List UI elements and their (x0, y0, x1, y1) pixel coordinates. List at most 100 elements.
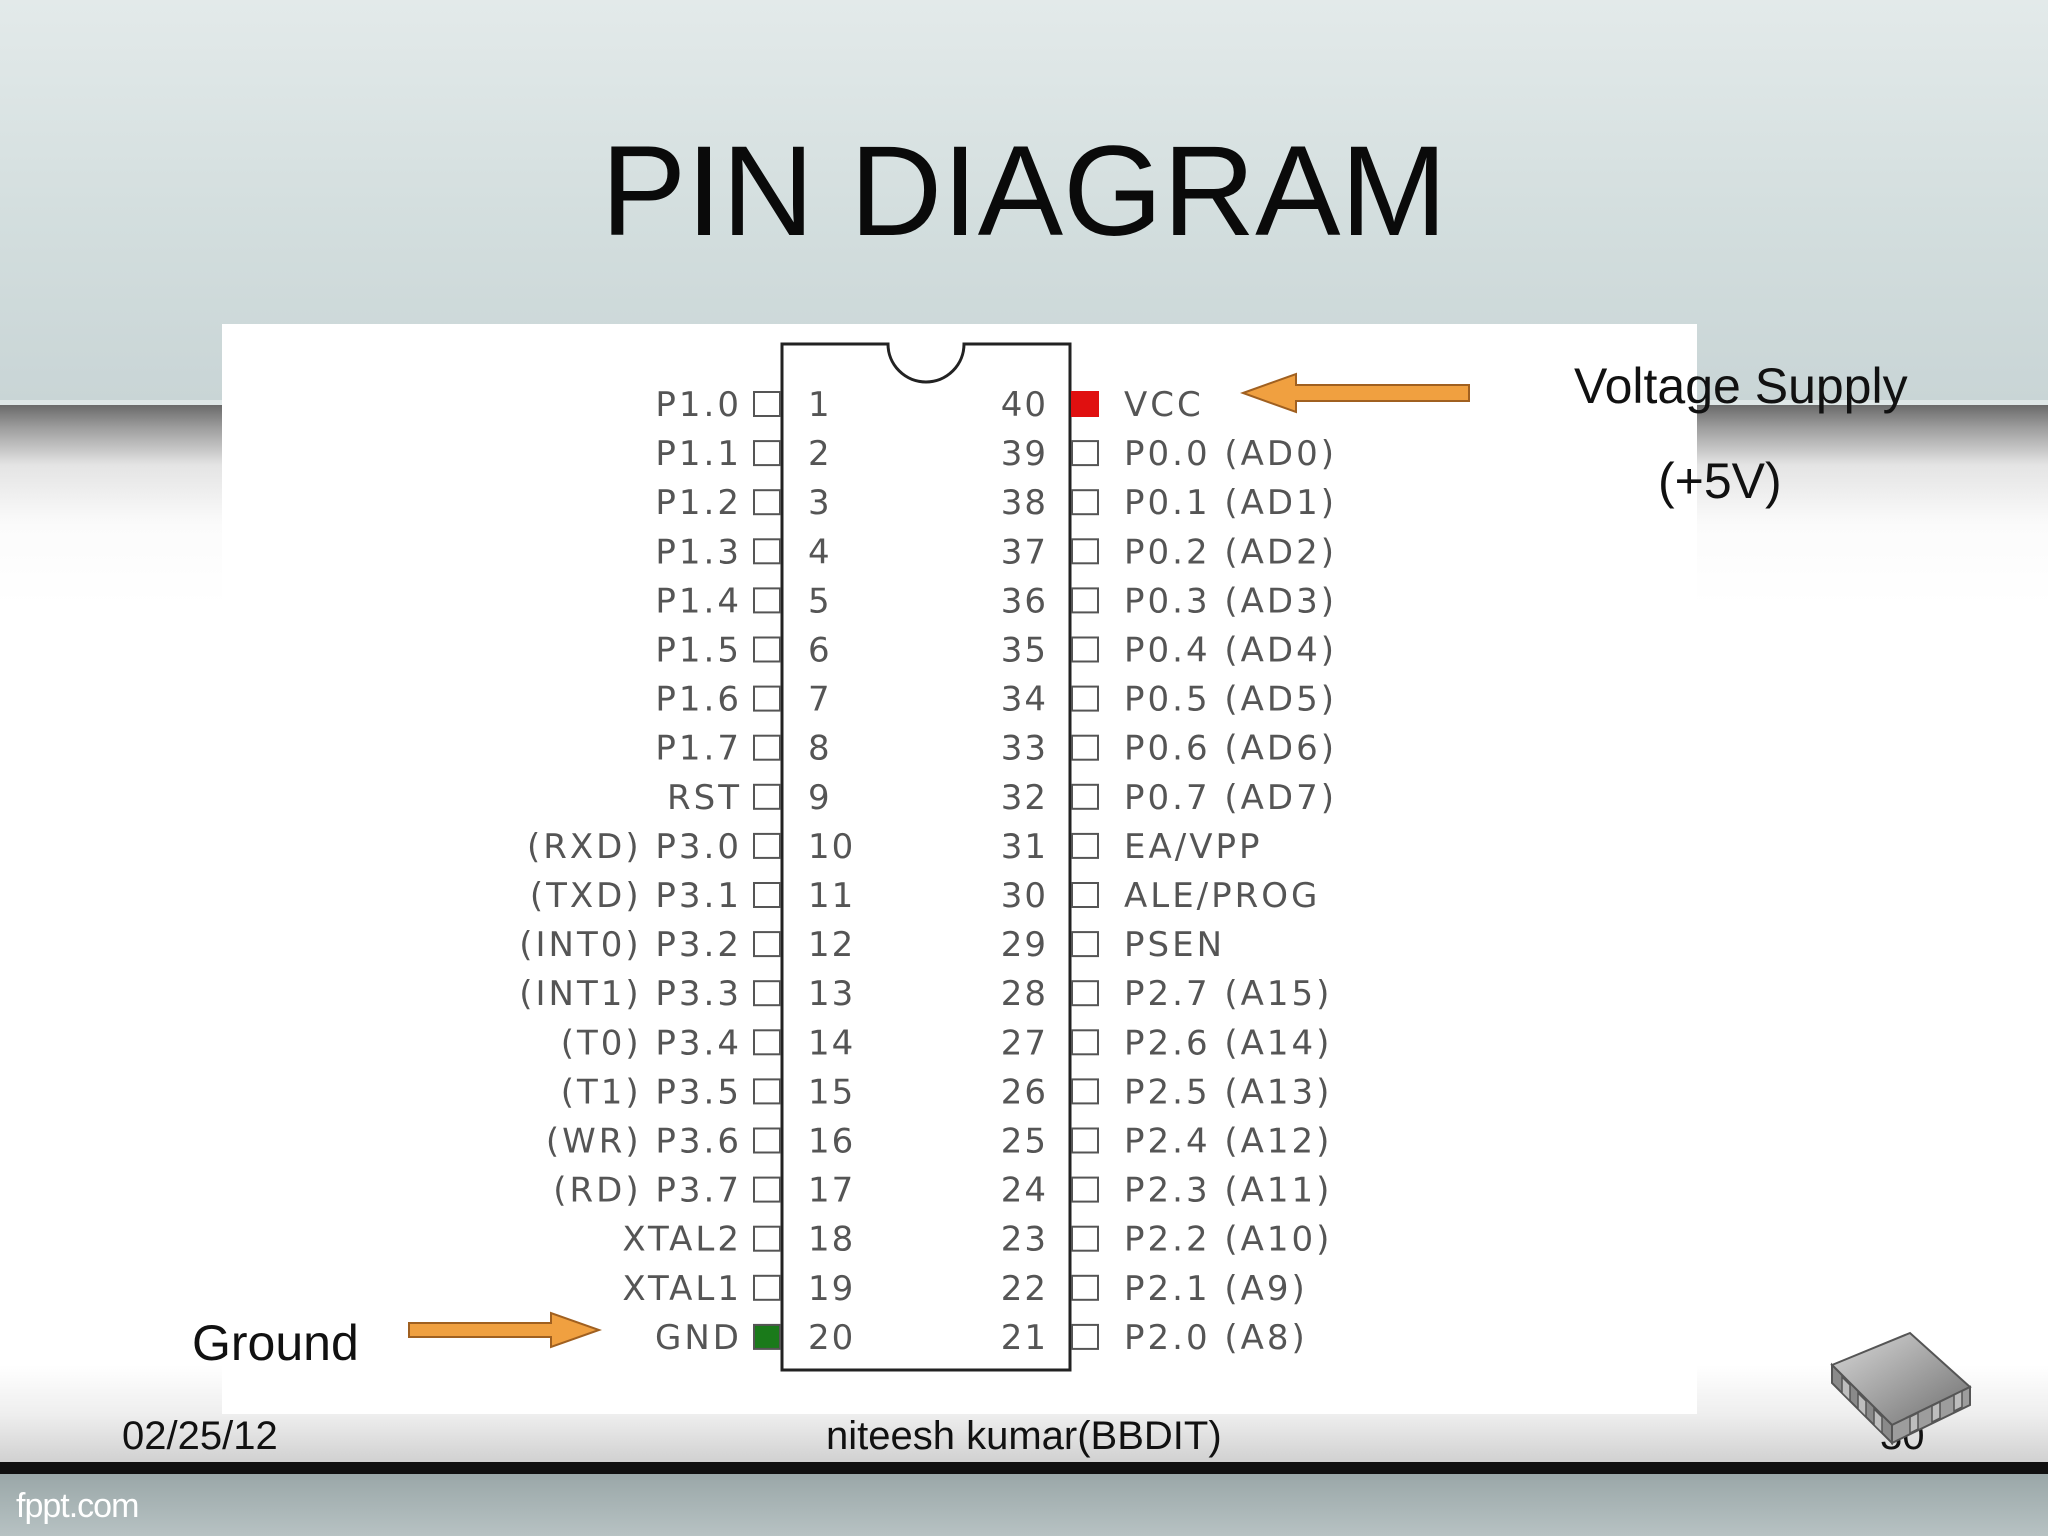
left-pin-label: P1.4 (655, 581, 742, 621)
right-pin-label: P2.7 (A15) (1124, 974, 1332, 1014)
right-pin-pad (1071, 1078, 1099, 1105)
vcc-arrow-icon (1240, 372, 1470, 414)
left-pin-label: P1.3 (655, 532, 742, 572)
left-pin-pad (753, 882, 781, 908)
left-pin-label: RST (667, 778, 742, 818)
right-pin-pad (1071, 1029, 1099, 1056)
right-pin-number: 22 (1001, 1269, 1048, 1309)
left-pin-number: 11 (808, 876, 855, 916)
left-pin-label: (INT0) P3.2 (519, 925, 742, 965)
right-pin-number: 30 (1001, 876, 1048, 916)
left-pin-pad (753, 931, 781, 958)
left-pin-number: 1 (808, 385, 832, 425)
right-pin-pad (1071, 832, 1099, 859)
right-pin-label: VCC (1124, 385, 1204, 425)
right-pin-label: P0.1 (AD1) (1124, 483, 1337, 523)
slide-date: 02/25/12 (122, 1414, 278, 1458)
gnd-callout: Ground (192, 1315, 359, 1371)
right-pin-number: 34 (1001, 680, 1048, 720)
right-pin-label: P0.2 (AD2) (1124, 532, 1337, 572)
slide-title: PIN DIAGRAM (600, 120, 1448, 263)
left-pin-pad (753, 1225, 781, 1252)
right-pin-pad (1071, 1176, 1099, 1203)
right-pin-label: PSEN (1124, 925, 1225, 965)
right-pin-pad (1071, 931, 1099, 958)
left-pin-number: 20 (808, 1318, 855, 1358)
left-pin-label: (INT1) P3.3 (519, 974, 742, 1014)
right-pin-label: ALE/PROG (1124, 876, 1320, 916)
left-pin-pad (753, 587, 781, 614)
right-pin-number: 27 (1001, 1023, 1048, 1063)
footer-bar (0, 1462, 2048, 1474)
right-pin-label: P2.4 (A12) (1124, 1122, 1332, 1162)
slide-background-bottom (0, 1474, 2048, 1536)
microchip-icon (1830, 1331, 1972, 1446)
left-pin-label: P1.6 (655, 680, 742, 720)
right-pin-number: 21 (1001, 1318, 1048, 1358)
right-pin-label: P0.3 (AD3) (1124, 581, 1337, 621)
left-pin-label: XTAL1 (622, 1269, 742, 1309)
slide-author: niteesh kumar(BBDIT) (826, 1414, 1222, 1458)
left-pin-label: (TXD) P3.1 (530, 876, 742, 916)
left-pin-number: 2 (808, 434, 832, 474)
left-pin-number: 4 (808, 532, 832, 572)
right-pin-number: 29 (1001, 925, 1048, 965)
left-pin-number: 9 (808, 778, 832, 818)
right-pin-number: 24 (1001, 1171, 1048, 1211)
left-pin-pad (753, 980, 781, 1007)
right-pin-number: 39 (1001, 434, 1048, 474)
right-pin-number: 36 (1001, 581, 1048, 621)
vcc-callout-voltage: (+5V) (1658, 453, 1782, 509)
left-pin-number: 3 (808, 483, 832, 523)
right-pin-label: P0.0 (AD0) (1124, 434, 1337, 474)
left-pin-label: (WR) P3.6 (546, 1122, 742, 1162)
right-pin-number: 38 (1001, 483, 1048, 523)
left-pin-number: 7 (808, 680, 832, 720)
right-pin-pad (1071, 882, 1099, 908)
chip-body (780, 342, 1072, 1372)
right-pin-number: 25 (1001, 1122, 1048, 1162)
right-pin-label: P0.6 (AD6) (1124, 729, 1337, 769)
right-pin-pad (1071, 1127, 1099, 1154)
left-pin-pad (753, 1176, 781, 1203)
right-pin-number: 40 (1001, 385, 1048, 425)
left-pin-pad (753, 685, 781, 712)
right-pin-label: P2.0 (A8) (1124, 1318, 1308, 1358)
right-pin-number: 37 (1001, 532, 1048, 572)
left-pin-pad (753, 734, 781, 761)
left-pin-pad (753, 440, 781, 467)
left-pin-label: (RD) P3.7 (553, 1171, 742, 1211)
left-pin-number: 17 (808, 1171, 855, 1211)
left-pin-pad (753, 1127, 781, 1154)
left-pin-number: 18 (808, 1220, 855, 1260)
left-pin-pad (753, 391, 781, 417)
right-pin-label: P0.5 (AD5) (1124, 680, 1337, 720)
left-pin-pad (753, 1029, 781, 1056)
left-pin-label: P1.0 (655, 385, 742, 425)
left-pin-pad (753, 1274, 781, 1301)
right-pin-label: P2.6 (A14) (1124, 1023, 1332, 1063)
right-pin-number: 35 (1001, 631, 1048, 671)
right-pin-pad (1071, 734, 1099, 761)
left-pin-pad (753, 489, 781, 516)
left-pin-number: 13 (808, 974, 855, 1014)
right-pin-pad (1071, 1225, 1099, 1252)
left-pin-label: P1.7 (655, 729, 742, 769)
right-pin-number: 28 (1001, 974, 1048, 1014)
left-pin-pad (753, 1078, 781, 1105)
gnd-arrow-icon (408, 1311, 602, 1349)
vcc-pin-pad (1071, 391, 1099, 417)
left-pin-number: 6 (808, 631, 832, 671)
right-pin-pad (1071, 440, 1099, 467)
left-pin-label: (RXD) P3.0 (527, 827, 742, 867)
right-pin-pad (1071, 538, 1099, 565)
left-pin-pad (753, 832, 781, 859)
right-pin-pad (1071, 1274, 1099, 1301)
right-pin-pad (1071, 587, 1099, 614)
right-pin-label: P0.7 (AD7) (1124, 778, 1337, 818)
left-pin-label: (T0) P3.4 (561, 1023, 742, 1063)
left-pin-number: 15 (808, 1072, 855, 1112)
right-pin-number: 33 (1001, 729, 1048, 769)
right-pin-pad (1071, 489, 1099, 516)
